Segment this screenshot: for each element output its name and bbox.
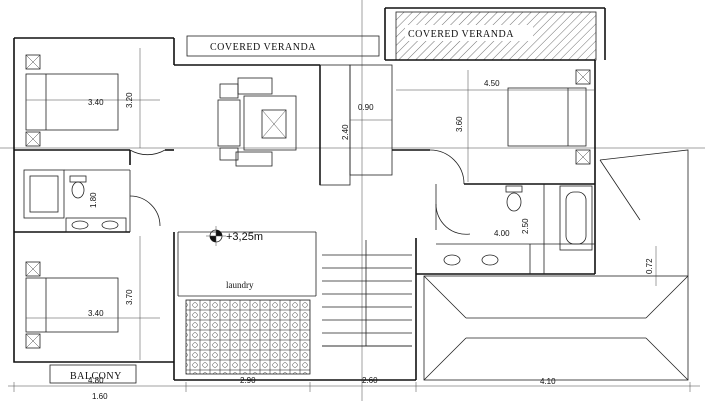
stair: 0.90 2.40 — [319, 64, 412, 347]
bath-width-dim: 1.80 — [89, 192, 98, 208]
balcony-label: BALCONY — [70, 371, 122, 382]
master-bath: 4.00 2.50 — [435, 184, 595, 274]
bedroom-2: 3.40 3.70 — [25, 232, 175, 362]
bedroom-1: 3.40 3.20 — [14, 48, 174, 165]
master-bedroom: 4.50 3.60 — [392, 69, 595, 185]
laundry-label: laundry — [226, 280, 254, 290]
living-area: +3,25m laundry — [177, 77, 317, 375]
covered-veranda-left-label: COVERED VERANDA — [210, 42, 316, 53]
roof-side-dim: 0.72 — [645, 258, 654, 274]
bottom-dim-3: 2.60 — [362, 376, 378, 385]
balcony: BALCONY — [49, 364, 137, 384]
bottom-dim-4: 4.10 — [540, 377, 556, 386]
master-width-dim: 4.50 — [484, 79, 500, 88]
level-marker: +3,25m — [206, 226, 263, 246]
bottom-dim-1: 4.80 — [88, 376, 104, 385]
covered-veranda-left: COVERED VERANDA — [186, 35, 380, 57]
level-label: +3,25m — [226, 231, 263, 243]
bed1-width-dim: 3.40 — [88, 98, 104, 107]
bed2-depth-dim: 3.70 — [125, 289, 134, 305]
bath2-width-dim: 4.00 — [494, 229, 510, 238]
stair-treads — [322, 240, 412, 347]
stair-dim-b: 2.40 — [341, 124, 350, 140]
stair-dim-a: 0.90 — [358, 103, 374, 112]
bottom-dim-small: 1.60 — [92, 392, 108, 401]
bottom-dim-2: 2.90 — [240, 376, 256, 385]
covered-veranda-right: COVERED VERANDA — [395, 11, 597, 61]
bed2-width-dim: 3.40 — [88, 309, 104, 318]
roof-plan: 0.72 — [423, 149, 689, 381]
bed1-depth-dim: 3.20 — [125, 92, 134, 108]
master-depth-dim: 3.60 — [455, 116, 464, 132]
bottom-dimensions: 4.80 2.90 2.60 4.10 1.60 — [8, 376, 700, 401]
bath2-depth-dim: 2.50 — [521, 218, 530, 234]
bath-left: 1.80 — [14, 169, 161, 233]
covered-veranda-right-label: COVERED VERANDA — [408, 29, 514, 40]
